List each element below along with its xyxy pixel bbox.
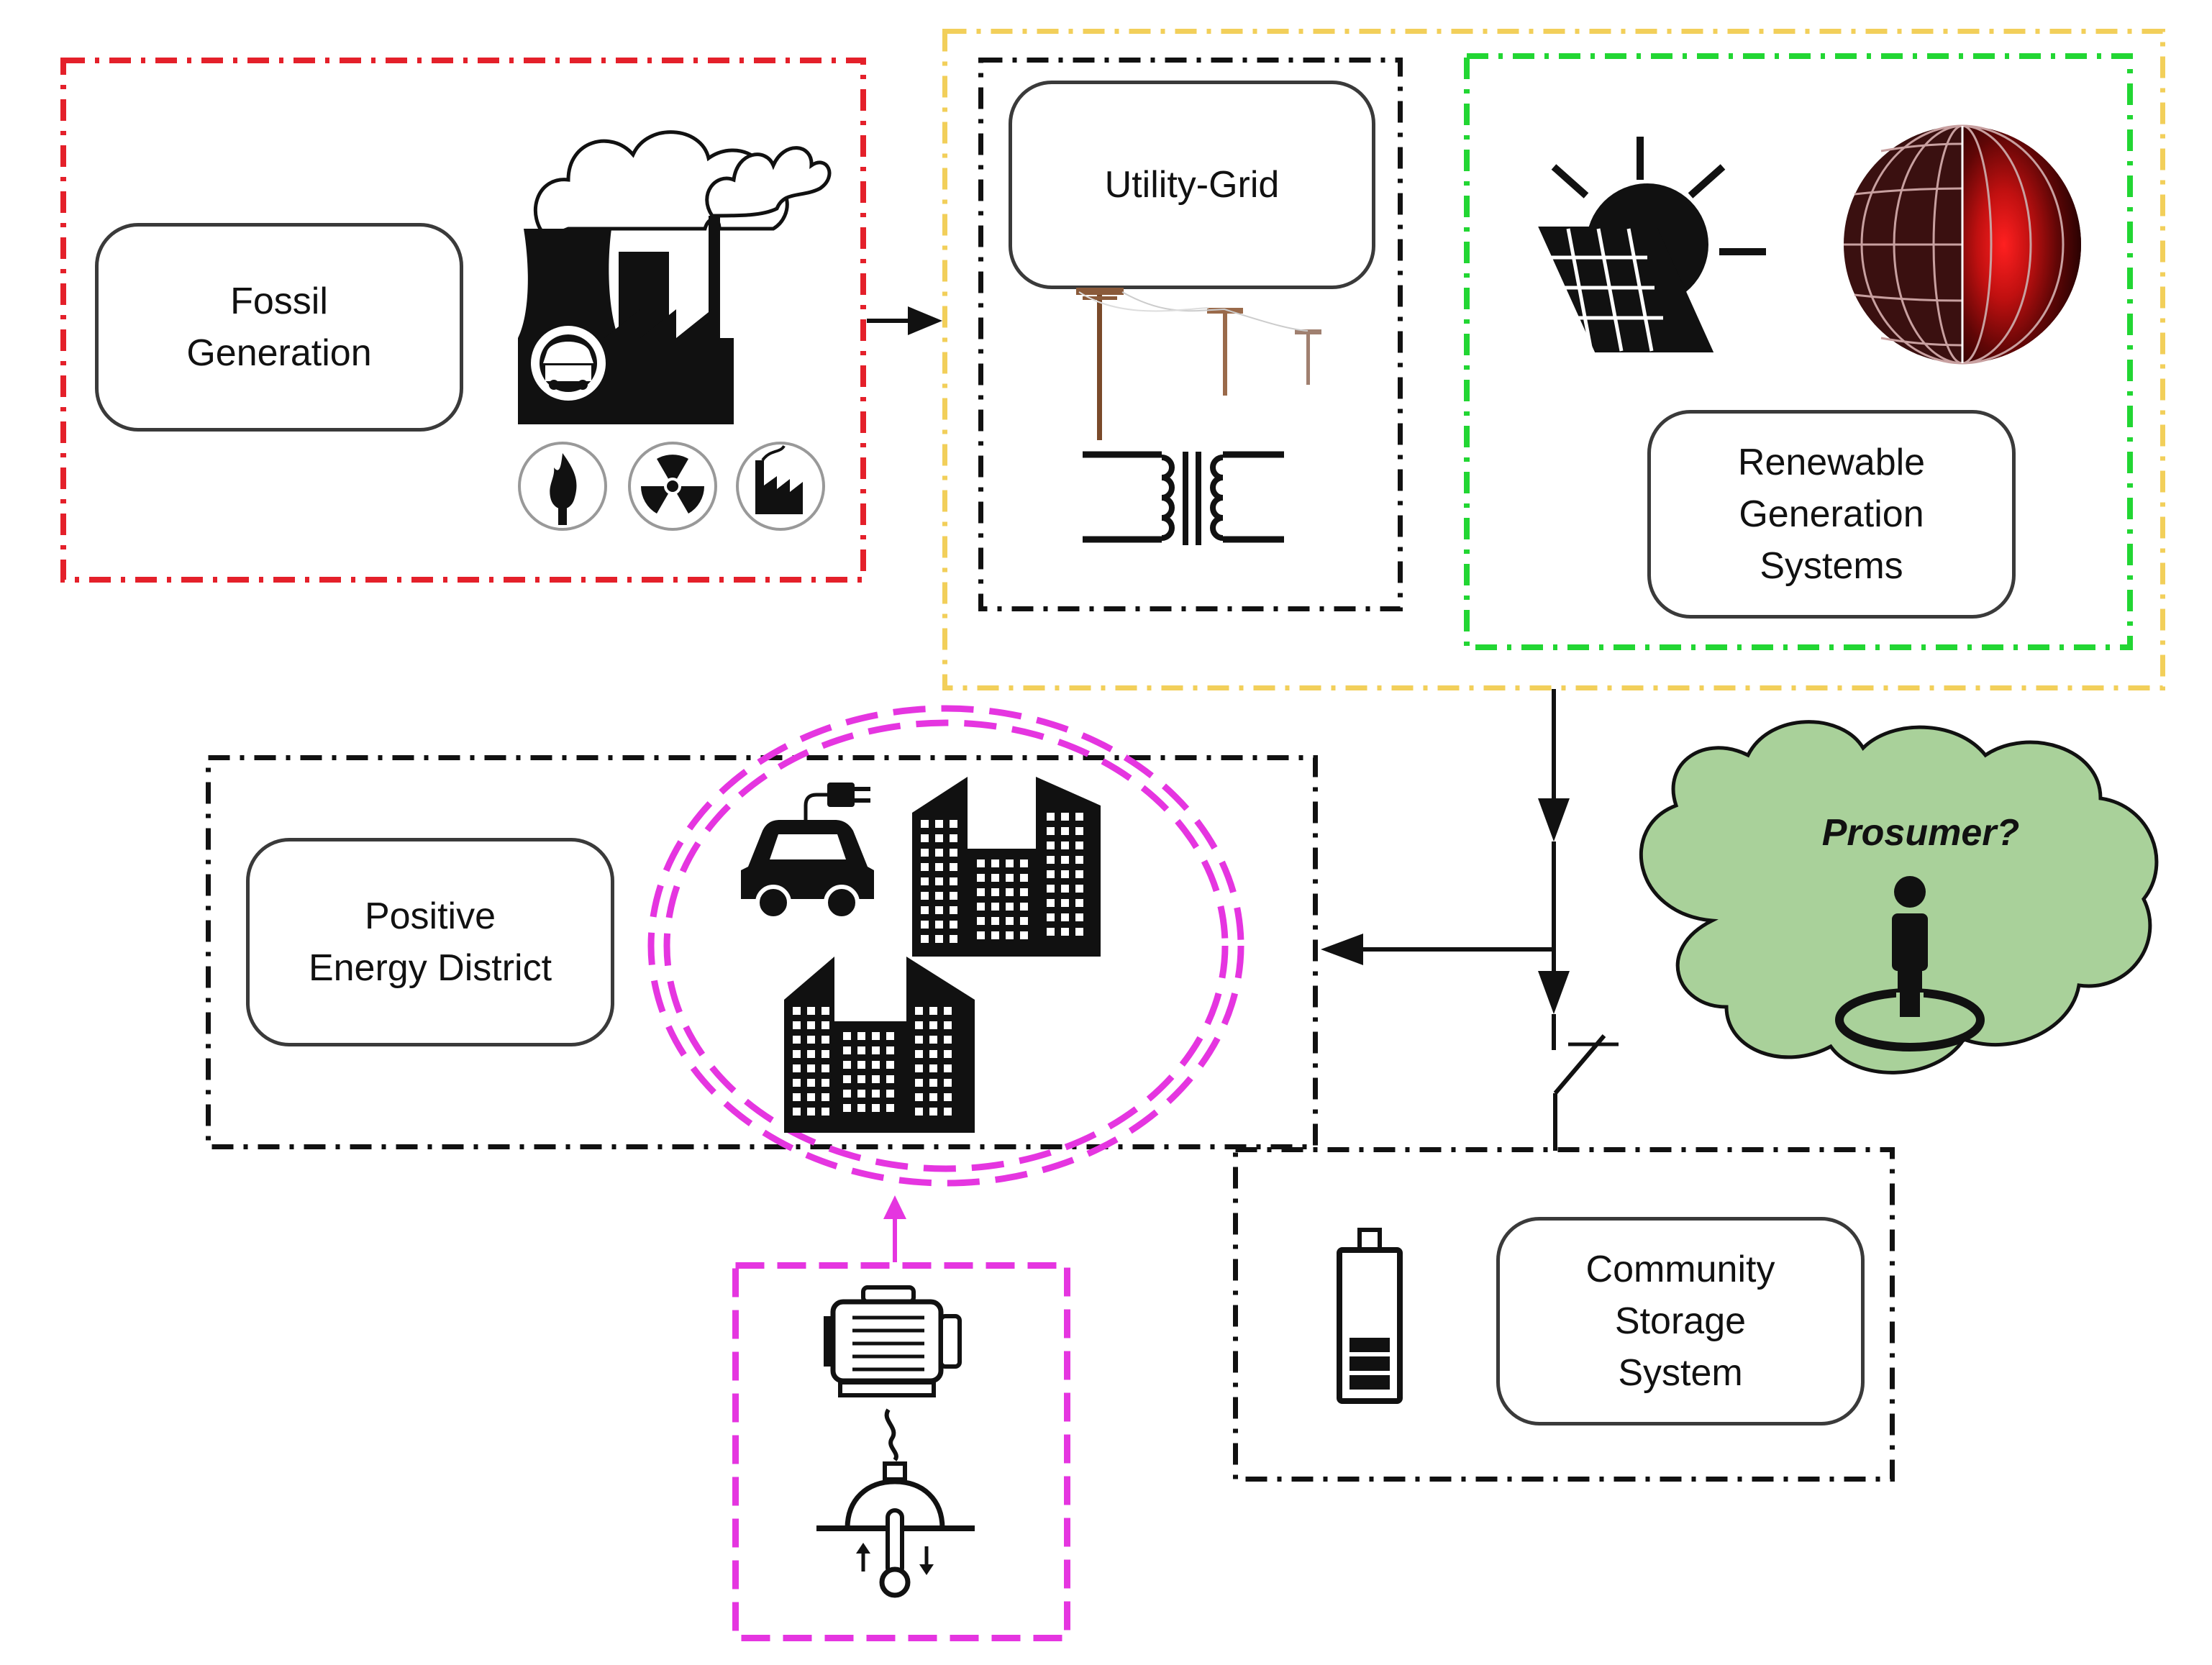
- positive-energy-district-line-1: Positive: [364, 895, 496, 937]
- power-pole-icon: [1076, 288, 1321, 440]
- fossil-to-grid-arrow: [867, 306, 942, 335]
- fossil-generation-line-2: Generation: [186, 332, 372, 374]
- gas-flame-icon: [518, 442, 607, 531]
- electric-car-icon: [741, 783, 874, 921]
- renewable-generation-label: Renewable Generation Systems: [1647, 410, 2016, 619]
- switch-icon: [1552, 1014, 1619, 1151]
- transformer-icon: [1083, 451, 1284, 545]
- battery-icon: [1337, 1228, 1403, 1404]
- buildings-icon: [784, 777, 1101, 1133]
- community-storage-line-2: Storage: [1614, 1300, 1747, 1342]
- person-icon: [1835, 876, 1985, 1052]
- fossil-generation-frame: [60, 58, 866, 583]
- renewable-generation-line-3: Systems: [1760, 545, 1903, 587]
- flexibility-assets-frame: [732, 1262, 1070, 1641]
- fossil-generation-line-1: Fossil: [230, 280, 328, 322]
- district-boundary-ellipse: [647, 705, 1244, 1187]
- prosumer-label: Prosumer?: [1822, 812, 2020, 854]
- community-storage-frame: [1233, 1147, 1895, 1482]
- power-plant-icon: [518, 130, 832, 424]
- utility-grid-line-1: Utility-Grid: [1104, 164, 1280, 206]
- utility-grid-frame: [978, 58, 1403, 611]
- heat-pump-icon: [816, 1408, 975, 1598]
- renewable-generation-line-1: Renewable: [1737, 442, 1926, 483]
- community-storage-label: Community Storage System: [1496, 1217, 1865, 1425]
- utility-grid-label: Utility-Grid: [1009, 81, 1375, 289]
- community-storage-line-1: Community: [1585, 1249, 1775, 1290]
- motor-icon: [824, 1285, 962, 1397]
- solar-panel-icon: [1538, 137, 1766, 352]
- community-storage-line-3: System: [1618, 1352, 1743, 1394]
- fossil-generation-label: Fossil Generation: [95, 223, 463, 432]
- positive-energy-district-line-2: Energy District: [308, 947, 552, 989]
- renewable-generation-line-2: Generation: [1739, 493, 1924, 535]
- renewable-generation-frame: [1464, 53, 2133, 650]
- distribution-bus-line: [1321, 689, 1570, 1014]
- geothermal-sphere-icon: [1844, 124, 2081, 365]
- supply-region-frame: [942, 29, 2165, 690]
- factory-icon: [736, 442, 825, 531]
- flexibility-link-arrow: [883, 1195, 906, 1219]
- nuclear-icon: [628, 442, 717, 531]
- positive-energy-district-label: Positive Energy District: [246, 838, 614, 1046]
